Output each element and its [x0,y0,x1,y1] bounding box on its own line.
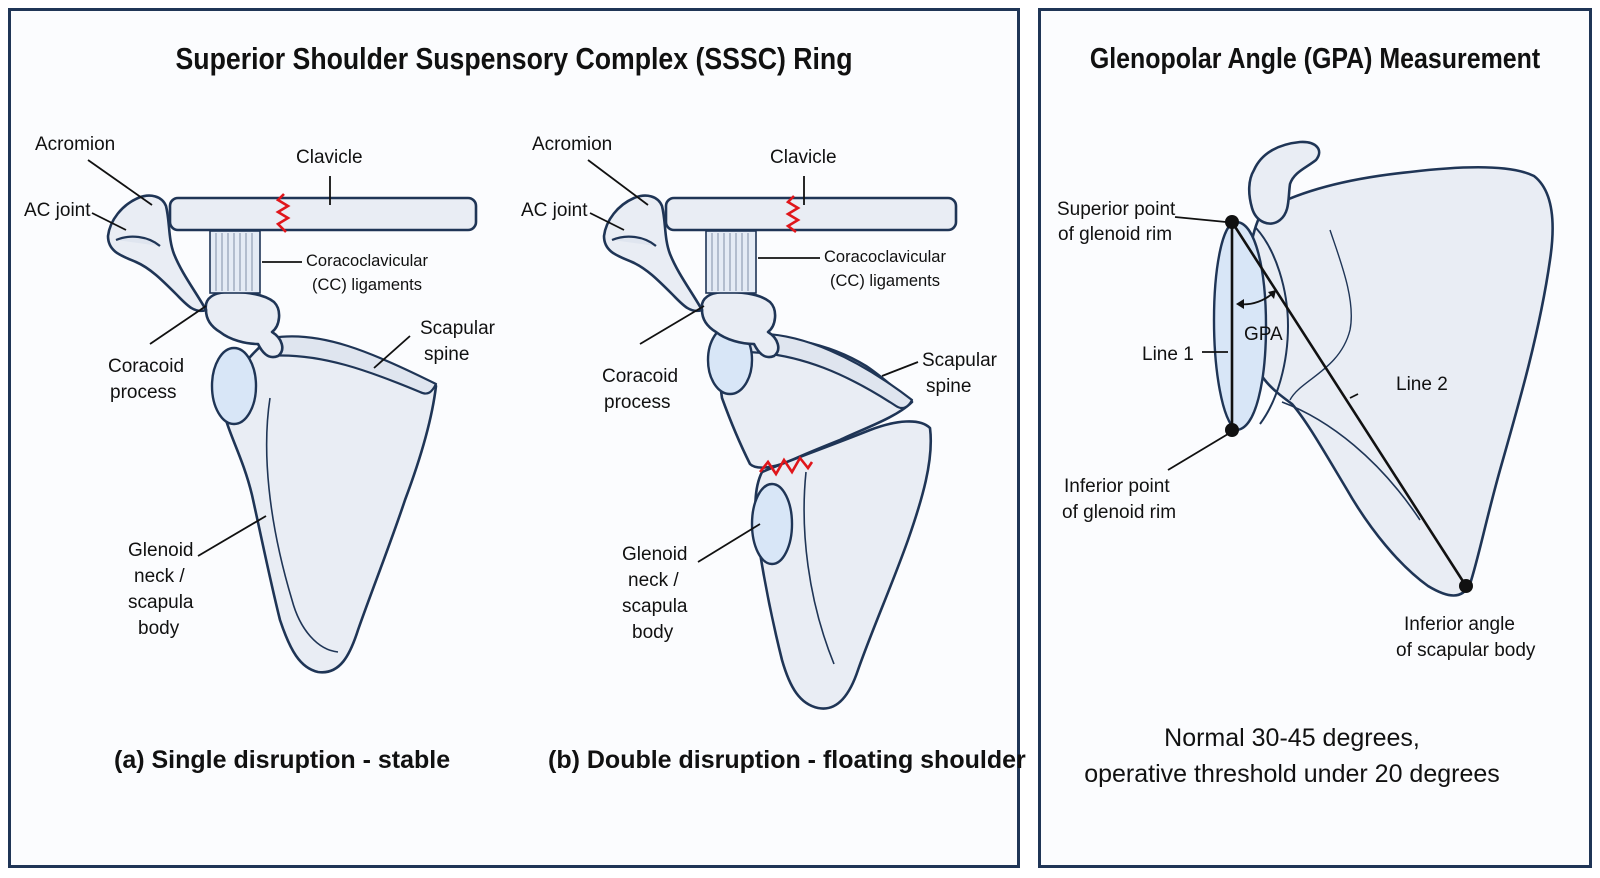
label-inferior-point-2: of glenoid rim [1062,502,1176,523]
clavicle-b [664,196,958,232]
label-clavicle-a: Clavicle [296,147,363,168]
scapula-body-gpa [1245,165,1554,597]
label-line1: Line 1 [1142,344,1194,365]
label-acromion-a: Acromion [35,134,115,155]
label-coracoid-b-1: Coracoid [602,366,678,387]
clavicle-fracture-b [785,195,801,234]
superior-point [1225,215,1239,229]
label-ac-joint-a: AC joint [24,200,91,221]
inferior-point [1225,423,1239,437]
diagram-a: Acromion AC joint Clavicle Coracoclavicu… [24,134,496,774]
label-inferior-angle-1: Inferior angle [1404,614,1515,635]
gpa-note-line2: operative threshold under 20 degrees [1084,760,1500,788]
label-glenoid-neck-b-1: Glenoid [622,544,688,565]
coracoid-gpa [1247,140,1321,225]
label-glenoid-neck-a-3: scapula [128,592,194,613]
glenoid-neck-fracture-b [758,455,814,477]
label-inferior-angle-2: of scapular body [1396,640,1536,661]
scapula-body-b [754,420,933,710]
label-cc-ligaments-a-2: (CC) ligaments [312,276,422,294]
label-superior-point-2: of glenoid rim [1058,224,1172,245]
label-glenoid-neck-b-3: scapula [622,596,688,617]
label-cc-ligaments-b-1: Coracoclavicular [824,248,946,266]
glenoid-lower-b [750,482,794,566]
clavicle-fracture-a [275,193,291,233]
sssc-title: Superior Shoulder Suspensory Complex (SS… [175,41,853,76]
scapular-spine-a [266,335,438,395]
label-superior-point-1: Superior point [1057,199,1176,220]
label-inferior-point-1: Inferior point [1064,476,1170,497]
label-glenoid-neck-b-2: neck / [628,570,679,591]
label-acromion-b: Acromion [532,134,612,155]
label-scapular-spine-a-2: spine [424,344,469,365]
glenoid-a [210,346,258,426]
label-scapular-spine-b-2: spine [926,376,971,397]
inferior-angle-point [1459,579,1473,593]
label-scapular-spine-a-1: Scapular [420,318,496,339]
gpa-diagram: Superior point of glenoid rim Line 1 GPA… [1057,140,1554,788]
clavicle-a [168,196,478,232]
diagram-b: Acromion AC joint Clavicle Coracoclavicu… [521,134,1026,774]
label-clavicle-b: Clavicle [770,147,837,168]
gpa-title: Glenopolar Angle (GPA) Measurement [1089,43,1541,75]
coracoid-a [204,290,284,359]
label-glenoid-neck-a-1: Glenoid [128,540,194,561]
label-line2: Line 2 [1396,374,1448,395]
label-cc-ligaments-a-1: Coracoclavicular [306,252,428,270]
label-coracoid-b-2: process [604,392,671,413]
label-glenoid-neck-a-4: body [138,618,180,639]
caption-b: (b) Double disruption - floating shoulde… [548,746,1026,774]
label-glenoid-neck-b-4: body [632,622,674,643]
label-coracoid-a-2: process [110,382,177,403]
label-gpa: GPA [1244,324,1283,345]
line-2 [1230,221,1468,587]
label-cc-ligaments-b-2: (CC) ligaments [830,272,940,290]
label-ac-joint-b: AC joint [521,200,588,221]
label-coracoid-a-1: Coracoid [108,356,184,377]
scapular-spine-b [740,332,914,410]
label-glenoid-neck-a-2: neck / [134,566,185,587]
caption-a: (a) Single disruption - stable [114,746,450,774]
gpa-note-line1: Normal 30-45 degrees, [1164,724,1420,752]
label-scapular-spine-b-1: Scapular [922,350,998,371]
